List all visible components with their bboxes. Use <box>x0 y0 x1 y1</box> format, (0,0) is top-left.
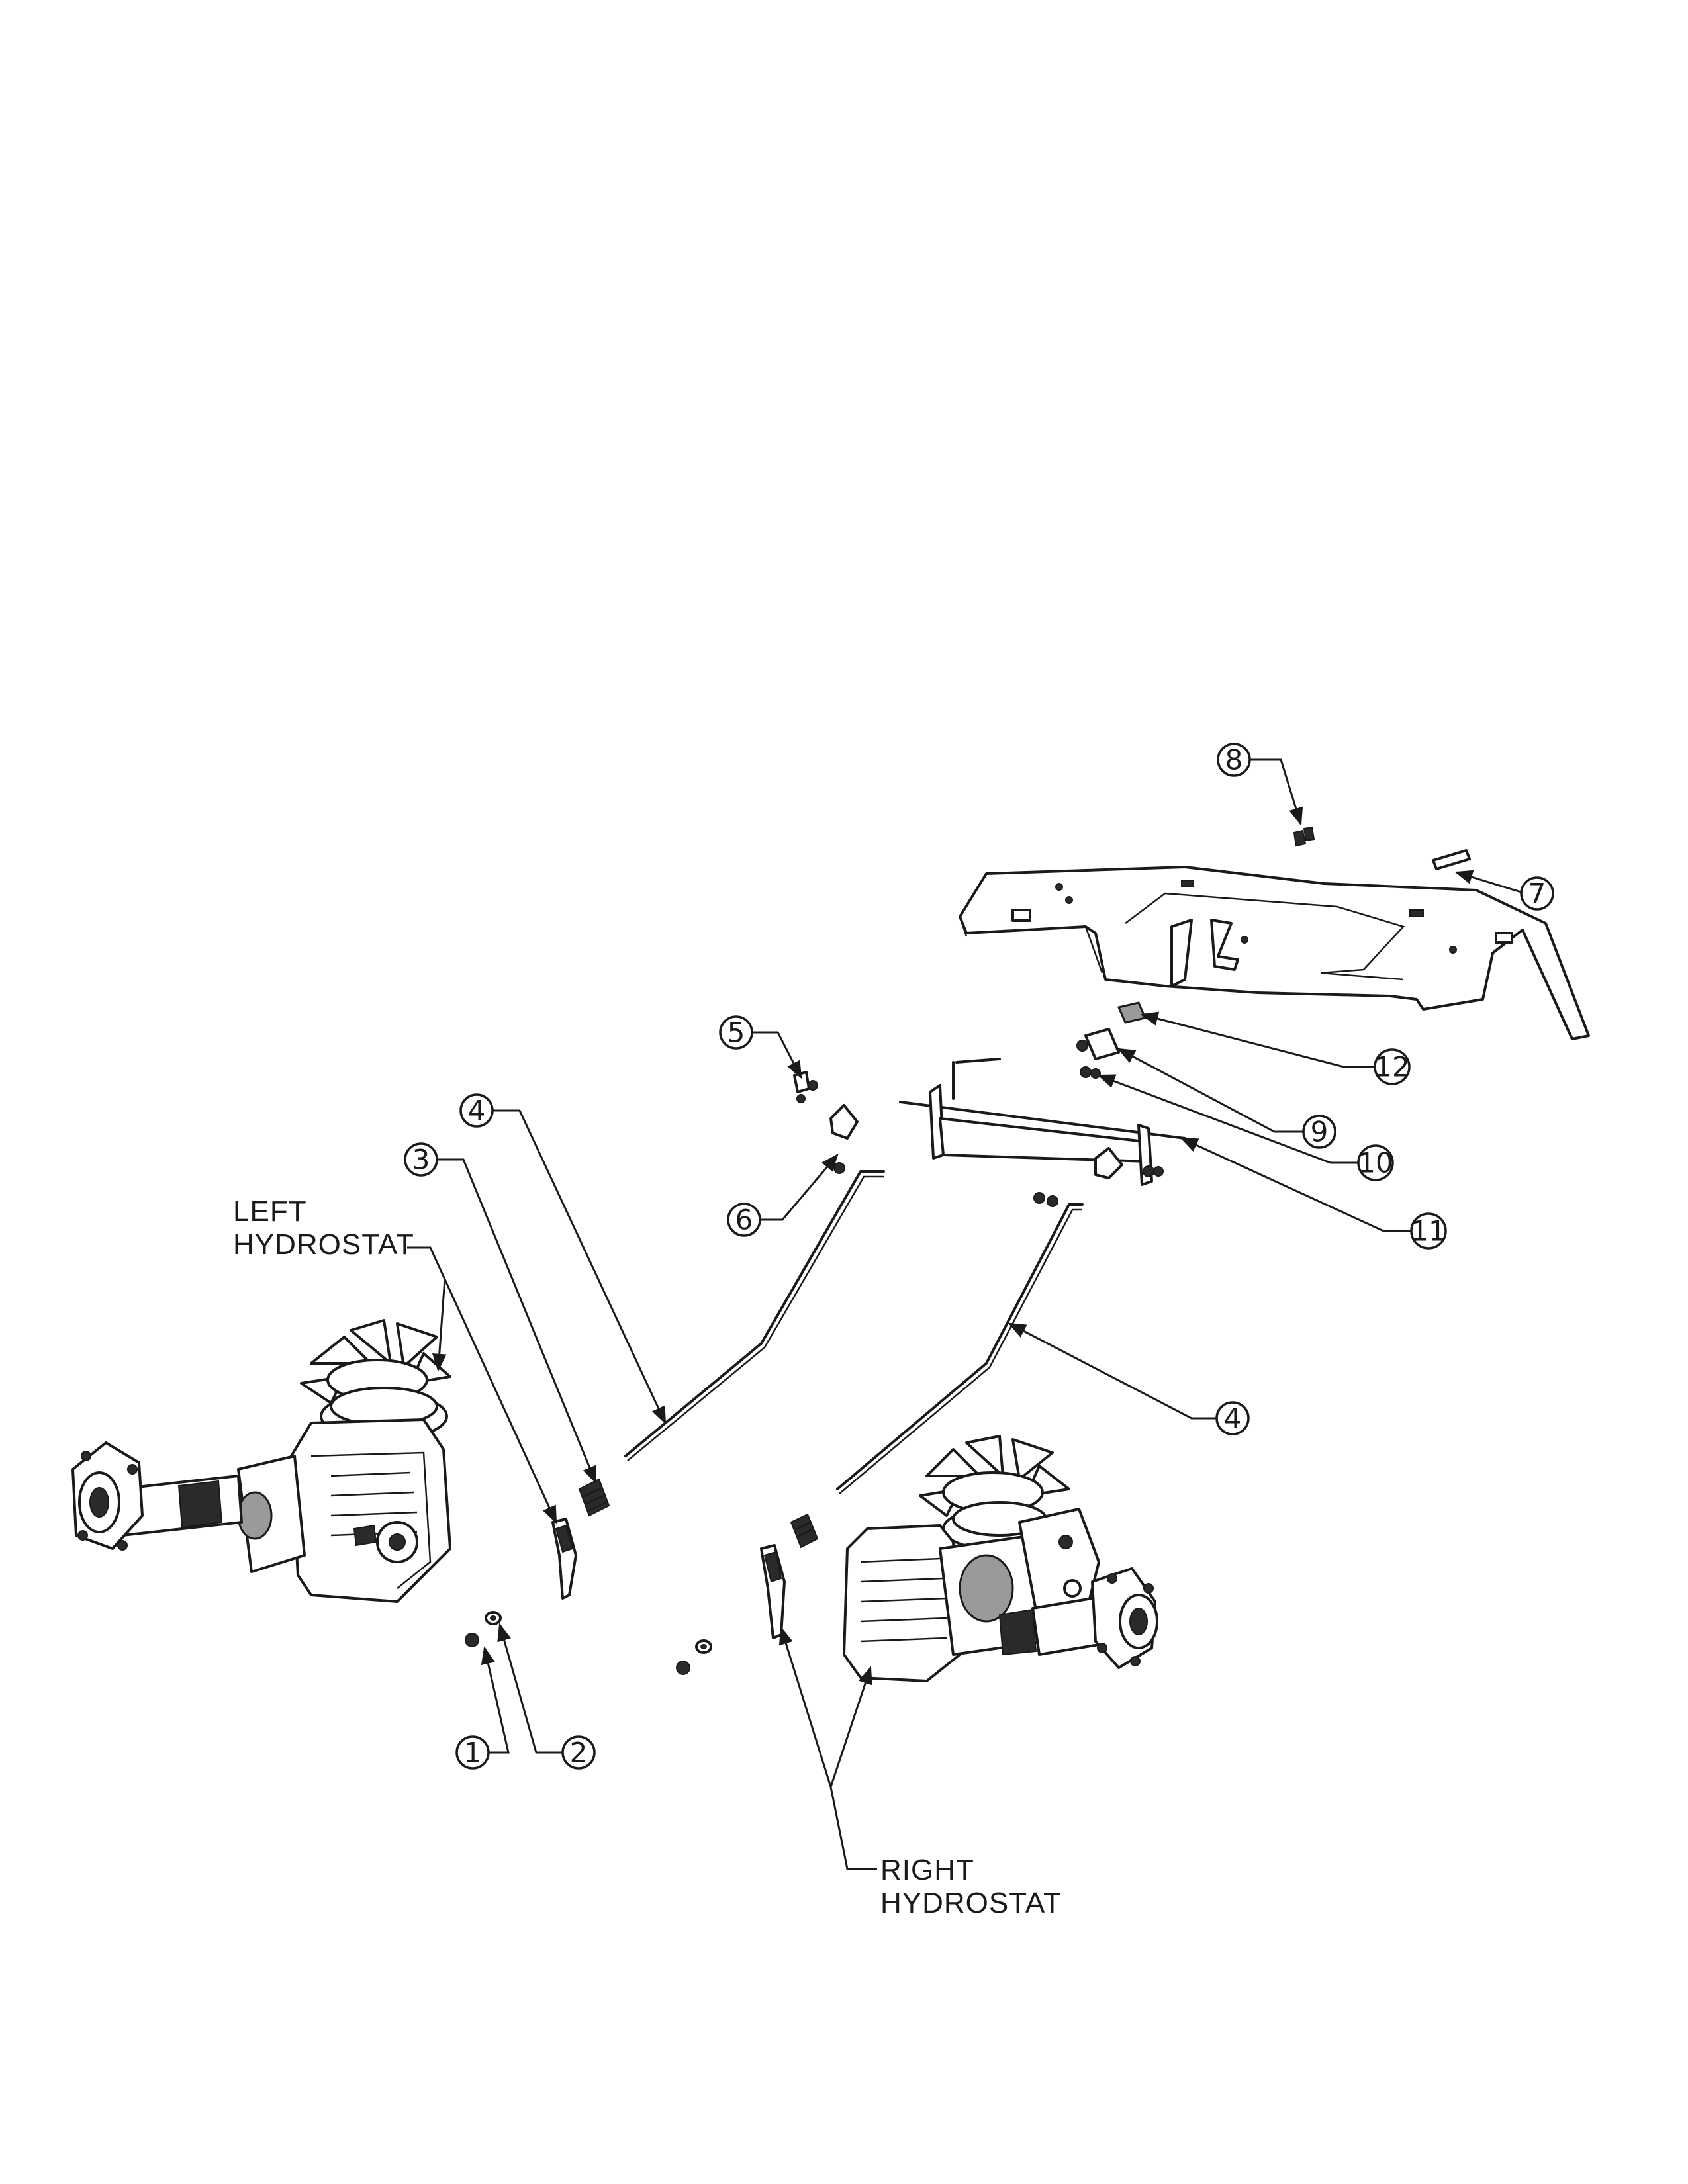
left-hydrostat-label-line2: HYDROSTAT <box>233 1228 414 1261</box>
fan-left <box>300 1319 451 1404</box>
control-rod-right <box>836 1192 1084 1494</box>
callout-1-number: 1 <box>464 1737 482 1769</box>
callout-6-number: 6 <box>735 1204 753 1236</box>
bracket-item-12 <box>1117 1001 1147 1024</box>
callout-9: 9 <box>1302 1115 1336 1149</box>
fastener-item-5 <box>793 1071 818 1103</box>
leader-lines <box>407 758 1522 1870</box>
right-hydrostat-label-line2: HYDROSTAT <box>880 1887 1062 1919</box>
washer-right <box>695 1639 712 1654</box>
callout-12-number: 12 <box>1374 1051 1409 1083</box>
callout-4-right: 4 <box>1215 1401 1250 1435</box>
right-hydrostat-label-line1: RIGHT <box>880 1854 974 1886</box>
left-hydrostat <box>71 1319 451 1603</box>
nut-item-1 <box>465 1633 479 1647</box>
callout-4-left-number: 4 <box>468 1095 486 1127</box>
callout-10-number: 10 <box>1358 1147 1393 1179</box>
callout-11: 11 <box>1410 1212 1447 1250</box>
callout-3-number: 3 <box>412 1144 430 1176</box>
callout-1: 1 <box>455 1735 490 1770</box>
lever-plate-item-6 <box>829 1104 859 1174</box>
pin-item-7 <box>1432 849 1471 870</box>
callout-4-right-number: 4 <box>1224 1402 1242 1435</box>
callout-7: 7 <box>1520 876 1554 911</box>
spring-right <box>790 1513 819 1549</box>
callout-3: 3 <box>404 1142 438 1177</box>
callout-2-number: 2 <box>570 1737 588 1769</box>
callout-2: 2 <box>561 1735 596 1770</box>
mounting-plate <box>959 866 1590 1040</box>
right-hydrostat <box>843 1435 1158 1682</box>
right-hydrostat-label: RIGHT HYDROSTAT <box>880 1854 1062 1919</box>
callout-10: 10 <box>1357 1144 1394 1181</box>
callout-5: 5 <box>719 1015 753 1050</box>
callout-4-left: 4 <box>459 1093 494 1128</box>
callout-8-number: 8 <box>1225 744 1243 776</box>
left-hydrostat-label-line1: LEFT <box>233 1195 307 1228</box>
callout-11-number: 11 <box>1411 1215 1446 1248</box>
control-arm-left <box>551 1518 577 1600</box>
callout-5-number: 5 <box>727 1017 745 1049</box>
callout-9-number: 9 <box>1311 1116 1329 1148</box>
nut-item-10 <box>1080 1066 1101 1079</box>
fastener-item-8 <box>1293 826 1315 847</box>
control-arm-right <box>760 1544 786 1639</box>
callout-8: 8 <box>1217 743 1251 777</box>
nut-right <box>676 1661 690 1675</box>
left-hydrostat-label: LEFT HYDROSTAT <box>233 1195 414 1261</box>
callout-7-number: 7 <box>1528 878 1546 910</box>
callout-12: 12 <box>1374 1048 1411 1085</box>
damper-item-9 <box>1076 1028 1120 1060</box>
callout-6: 6 <box>727 1203 761 1237</box>
washer-item-2 <box>485 1611 502 1625</box>
spring-left <box>578 1478 610 1517</box>
pivot-bar-assembly <box>899 1058 1186 1186</box>
control-rod-left <box>624 1170 885 1461</box>
